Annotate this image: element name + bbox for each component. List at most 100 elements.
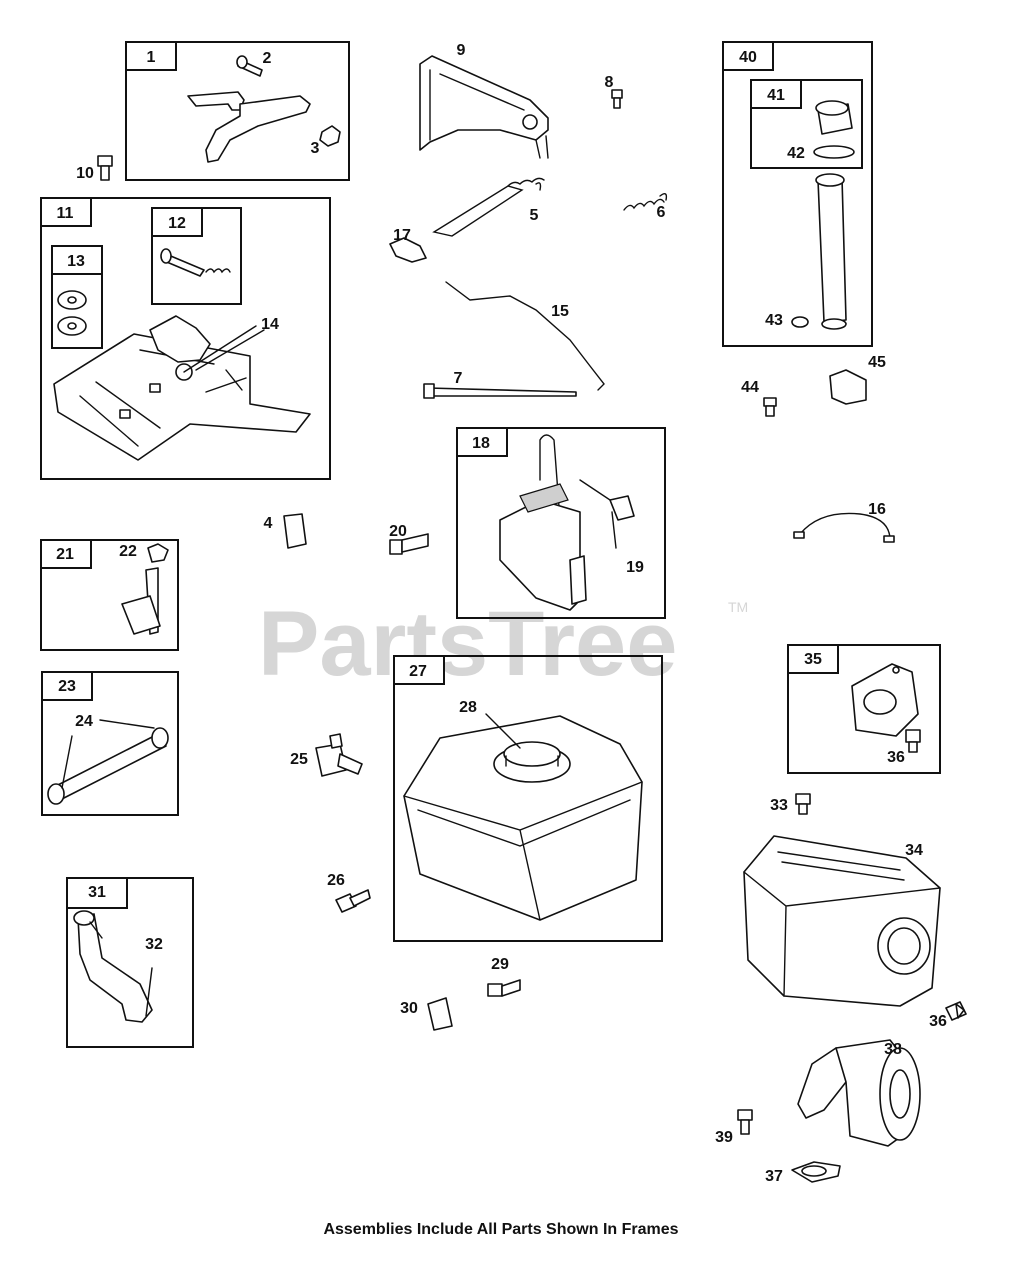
callout: 32 [145, 936, 163, 953]
frame-tag-1 [125, 41, 177, 71]
part-20-bolt[interactable] [389, 533, 429, 555]
assembly-frame-18[interactable] [456, 427, 666, 619]
callout: 18 [472, 435, 490, 452]
callout: 37 [765, 1168, 783, 1185]
part-39-screw[interactable] [737, 1109, 753, 1135]
callout: 20 [389, 523, 407, 540]
part-29-bolt[interactable] [487, 979, 521, 997]
leader-lines [61, 325, 617, 1017]
part-15-link[interactable] [445, 281, 605, 391]
part-2-screw[interactable] [236, 55, 263, 77]
part-7-tie[interactable] [423, 383, 577, 399]
part-36-screw[interactable] [905, 729, 921, 753]
callout: 31 [88, 884, 106, 901]
assembly-frame-40[interactable] [722, 41, 873, 347]
part-38-filter-elbow[interactable] [797, 1039, 921, 1147]
part-28-fuel-cap[interactable] [503, 741, 561, 767]
parts-tree-watermark: PartsTree TM [258, 593, 748, 695]
diagram-caption: Assemblies Include All Parts Shown In Fr… [323, 1221, 678, 1238]
part-31-breather-tube[interactable] [73, 910, 153, 1023]
callout: 1 [147, 49, 156, 66]
callout: 24 [75, 713, 93, 730]
part-8-screw[interactable] [611, 89, 623, 109]
part-42-o-ring[interactable] [813, 145, 855, 159]
assembly-frame-27[interactable] [393, 655, 663, 942]
part-21-tube[interactable] [121, 567, 161, 635]
part-5-spring[interactable] [432, 177, 545, 237]
callout: 41 [767, 87, 785, 104]
callout: 5 [530, 207, 539, 224]
assembly-frame-41[interactable] [750, 79, 863, 169]
callout: 11 [57, 205, 74, 222]
part-17-clip[interactable] [389, 237, 427, 263]
part-22-nut[interactable] [147, 543, 169, 563]
part-36-screw-lower[interactable] [945, 1001, 967, 1021]
callout: 33 [770, 797, 788, 814]
assembly-frame-23[interactable] [41, 671, 179, 816]
part-18-ignition-coil[interactable] [499, 434, 627, 611]
part-11-control-bracket[interactable] [53, 315, 311, 461]
part-12-screw[interactable] [160, 248, 231, 277]
callout: 29 [491, 956, 509, 973]
callout: 7 [454, 370, 463, 387]
part-26-bolt[interactable] [335, 889, 371, 913]
part-13-washers[interactable] [57, 290, 87, 336]
part-41-dipstick-cap[interactable] [815, 100, 853, 135]
callout: 16 [868, 501, 886, 518]
callout-numbers: 1 2 3 4 5 6 7 8 9 10 11 12 13 14 15 16 1… [56, 42, 947, 1185]
part-16-wire[interactable] [793, 512, 895, 543]
part-19-boot[interactable] [609, 495, 635, 521]
part-9-bracket[interactable] [419, 55, 549, 159]
part-4-block[interactable] [283, 513, 307, 549]
callout: 27 [409, 663, 427, 680]
callout: 14 [261, 316, 279, 333]
part-37-gasket[interactable] [791, 1161, 841, 1183]
frames [40, 41, 941, 1048]
callout: 17 [393, 227, 411, 244]
part-6-spring[interactable] [623, 193, 668, 211]
callout: 44 [741, 379, 759, 396]
callout: 39 [715, 1129, 733, 1146]
callout: 22 [119, 543, 137, 560]
callout: 13 [67, 253, 85, 270]
callout: 43 [765, 312, 783, 329]
part-44-screw[interactable] [763, 397, 777, 417]
callout: 12 [168, 215, 186, 232]
part-1-lever[interactable] [187, 91, 311, 163]
assembly-frame-11[interactable] [40, 197, 331, 480]
part-3-nut[interactable] [319, 125, 341, 147]
callout: 35 [804, 651, 822, 668]
part-30-washer[interactable] [427, 997, 453, 1031]
part-40-dipstick-tube[interactable] [815, 173, 847, 330]
callout: 30 [400, 1000, 418, 1017]
parts [47, 55, 967, 1183]
callout: 19 [626, 559, 644, 576]
part-45-clamp[interactable] [829, 369, 867, 405]
callout: 3 [311, 140, 320, 157]
assembly-frame-21[interactable] [40, 539, 179, 651]
callout: 15 [551, 303, 569, 320]
assembly-frame-31[interactable] [66, 877, 194, 1048]
callout: 8 [605, 74, 614, 91]
assembly-frame-35[interactable] [787, 644, 941, 774]
callout: 26 [327, 872, 345, 889]
assembly-frame-1[interactable] [125, 41, 350, 181]
part-34-air-housing[interactable] [743, 835, 941, 1007]
part-35-air-base[interactable] [851, 663, 919, 737]
part-33-screw[interactable] [795, 793, 811, 815]
callout: 10 [76, 165, 94, 182]
callout: 38 [884, 1041, 902, 1058]
callout: 45 [868, 354, 886, 371]
part-10-bolt[interactable] [97, 155, 113, 181]
callout: 2 [263, 50, 272, 67]
callout: 42 [787, 145, 805, 162]
watermark-brand: PartsTree [258, 593, 677, 695]
part-23-fuel-line[interactable] [47, 727, 169, 805]
part-43-o-ring[interactable] [791, 316, 809, 328]
callout: 36 [929, 1013, 947, 1030]
callout: 25 [290, 751, 308, 768]
callout: 34 [905, 842, 923, 859]
callout: 21 [56, 546, 74, 563]
part-25-fuel-valve[interactable] [315, 733, 363, 777]
